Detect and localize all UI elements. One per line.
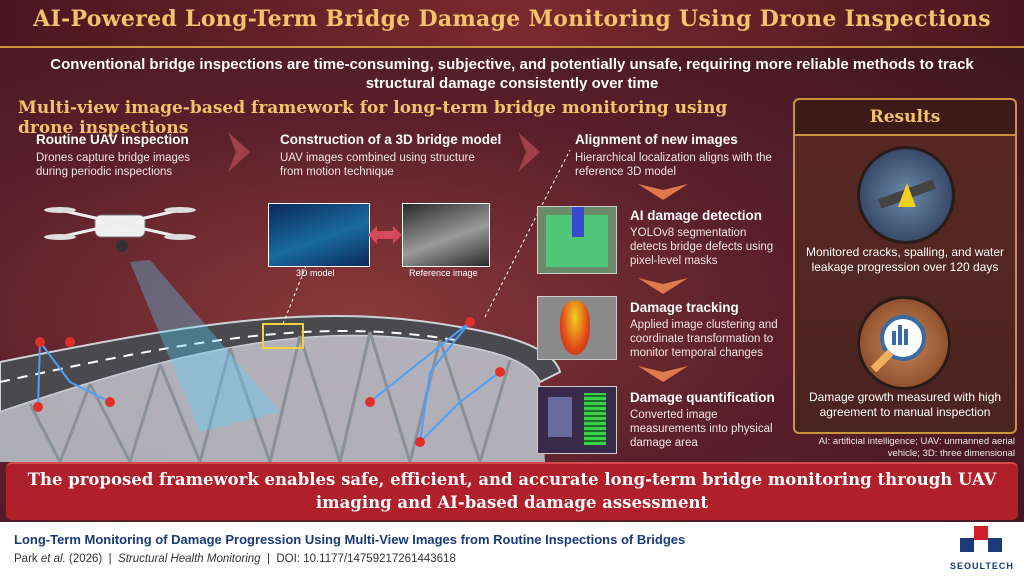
conclusion-banner: The proposed framework enables safe, eff… <box>6 462 1018 520</box>
results-panel: Results Monitored cracks, spalling, and … <box>793 98 1017 434</box>
paper-title: Long-Term Monitoring of Damage Progressi… <box>14 532 686 547</box>
result-1-text: Monitored cracks, spalling, and water le… <box>805 245 1005 274</box>
reference-image-label: Reference image <box>409 268 478 278</box>
magnifier-chart-icon <box>857 296 951 390</box>
abbreviations-note: AI: artificial intelligence; UAV: unmann… <box>818 436 1015 459</box>
framework-subtitle: Multi-view image-based framework for lon… <box>18 98 728 138</box>
step-alignment-title: Alignment of new images <box>575 132 738 147</box>
chevron-down-icon <box>638 366 688 382</box>
seoultech-logo-icon <box>960 526 1002 552</box>
citation-doi: DOI: 10.1177/14759217261443618 <box>276 553 456 565</box>
conclusion-text: The proposed framework enables safe, eff… <box>27 470 997 512</box>
3d-model-label: 3D model <box>296 268 335 278</box>
logo-text: SEOULTECH <box>950 561 1014 571</box>
quantification-image <box>537 386 617 454</box>
chevron-down-icon <box>638 184 688 200</box>
detection-image <box>537 206 617 274</box>
bridge-damage-icon <box>857 146 955 244</box>
chevron-right-icon <box>518 132 540 172</box>
step-routine-uav-title: Routine UAV inspection <box>36 132 189 147</box>
citation-et-al: et al. <box>40 553 66 565</box>
citation-separator: | <box>266 553 270 565</box>
3d-model-image <box>268 203 370 267</box>
citation-line: Park et al. (2026) | Structural Health M… <box>14 553 456 565</box>
page-title: AI-Powered Long-Term Bridge Damage Monit… <box>33 6 991 32</box>
citation-footer: Long-Term Monitoring of Damage Progressi… <box>0 522 1024 576</box>
result-2-text: Damage growth measured with high agreeme… <box>808 390 1002 419</box>
intro-text: Conventional bridge inspections are time… <box>50 56 974 92</box>
double-arrow-icon <box>368 226 402 244</box>
drone-icon <box>44 207 196 252</box>
step-detection-title: AI damage detection <box>630 208 763 223</box>
step-3d-model-title: Construction of a 3D bridge model <box>280 132 502 147</box>
citation-authors: Park <box>14 553 38 565</box>
citation-year: (2026) <box>69 553 103 565</box>
step-quantification-title: Damage quantification <box>630 390 775 405</box>
step-tracking-title: Damage tracking <box>630 300 739 315</box>
step-3d-model-desc: UAV images combined using structure from… <box>280 152 475 178</box>
chevron-down-icon <box>638 278 688 294</box>
step-alignment-desc: Hierarchical localization aligns with th… <box>575 152 772 178</box>
step-routine-uav-desc: Drones capture bridge images during peri… <box>36 152 191 178</box>
title-bar: AI-Powered Long-Term Bridge Damage Monit… <box>0 0 1024 48</box>
citation-journal: Structural Health Monitoring <box>118 553 261 565</box>
step-tracking-desc: Applied image clustering and coordinate … <box>630 319 778 359</box>
bridge-illustration <box>0 149 571 462</box>
chevron-right-icon <box>228 132 250 172</box>
reference-image <box>402 203 490 267</box>
tracking-image <box>537 296 617 360</box>
citation-separator: | <box>108 553 112 565</box>
step-detection-desc: YOLOv8 segmentation detects bridge defec… <box>630 227 774 267</box>
step-quantification-desc: Converted image measurements into physic… <box>630 409 773 449</box>
results-heading: Results <box>795 100 1015 136</box>
